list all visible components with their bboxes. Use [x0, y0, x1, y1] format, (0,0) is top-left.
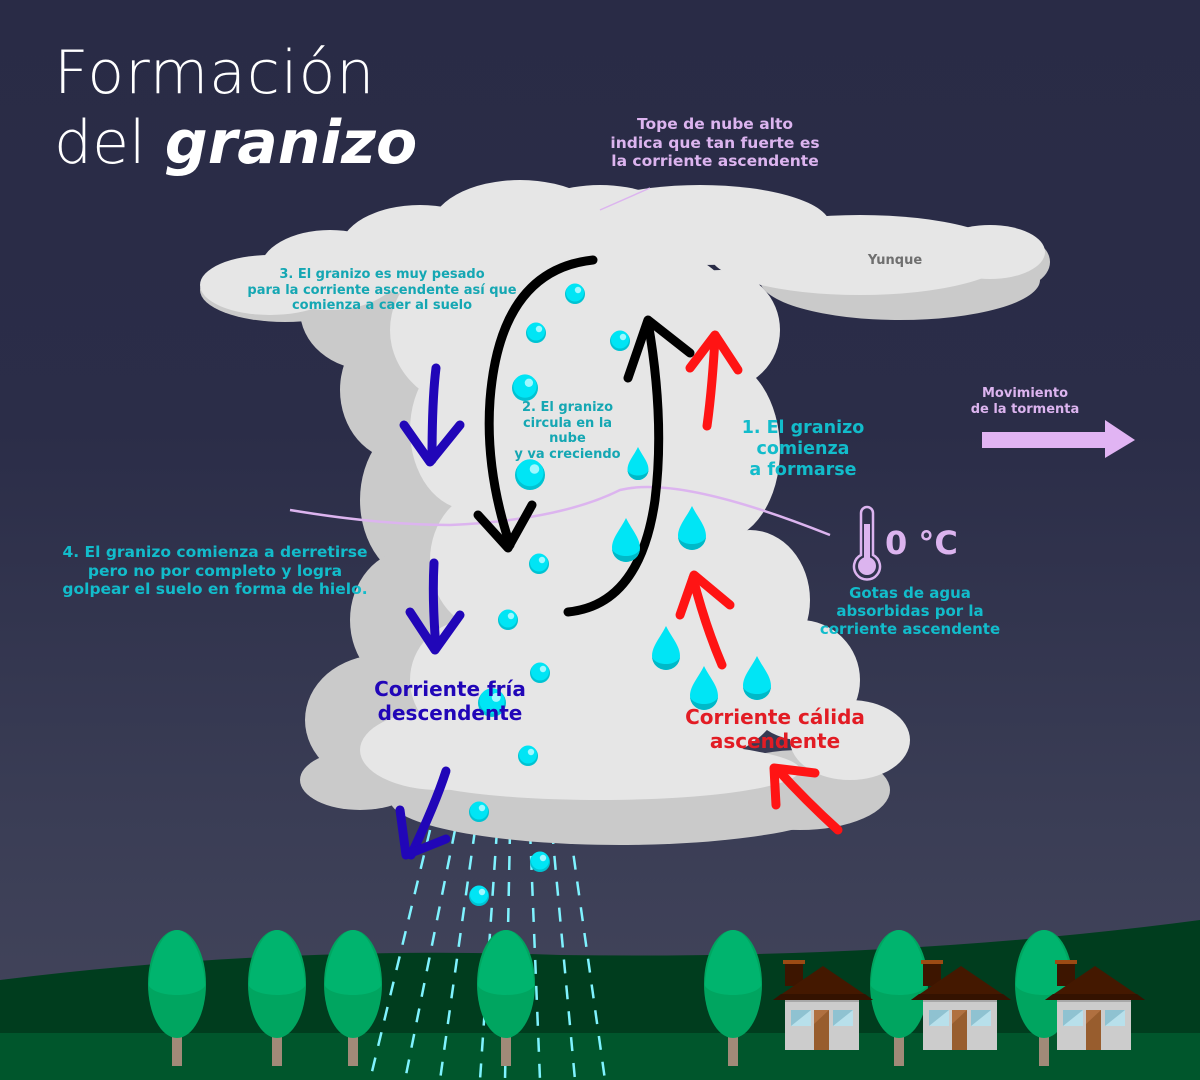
step-2-label: 2. El granizo circula en la nube y va cr… [514, 400, 621, 462]
title-emphasis: granizo [164, 108, 418, 178]
freezing-level-label: 0 °C [885, 524, 958, 562]
thermometer-icon [852, 505, 882, 581]
warm-updraft-arrows [675, 330, 843, 835]
title-line-1: Formación [54, 38, 376, 108]
step-1-label: 1. El granizo comienza a formarse [741, 418, 865, 480]
cold-downdraft-arrows [395, 363, 465, 860]
water-drops-label: Gotas de agua absorbidas por la corrient… [819, 584, 1001, 638]
title-line-2: del granizo [54, 108, 417, 178]
arrow-right-icon [982, 420, 1135, 458]
cloud-top-pointer [599, 187, 651, 211]
anvil-label: Yunque [867, 253, 923, 268]
cold-downdraft-label: Corriente fría descendente [374, 677, 526, 725]
title-prefix: del [54, 108, 146, 178]
freezing-level-line [289, 485, 831, 537]
warm-updraft-label: Corriente cálida ascendente [685, 705, 865, 753]
step-3-label: 3. El granizo es muy pesado para la corr… [247, 267, 517, 314]
step-4-label: 4. El granizo comienza a derretirse pero… [62, 543, 368, 599]
hail-cycle-arrows [473, 255, 695, 617]
storm-cloud [200, 180, 1045, 800]
cloud-top-label: Tope de nube alto indica que tan fuerte … [610, 115, 820, 171]
houses [773, 960, 1145, 1050]
storm-movement-label: Movimiento de la tormenta [970, 386, 1080, 417]
